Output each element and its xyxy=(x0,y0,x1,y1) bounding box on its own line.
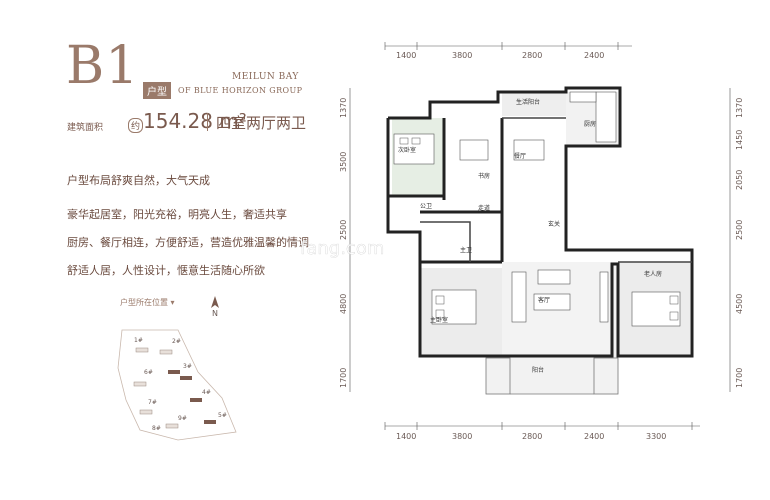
room-label: 玄关 xyxy=(548,220,560,228)
site-building xyxy=(204,420,216,424)
area-value: 154.28 m² xyxy=(143,109,247,133)
bed-icon xyxy=(431,289,477,325)
site-building xyxy=(190,398,202,402)
building-label: 2# xyxy=(172,338,181,345)
dimension-label: 2500 xyxy=(339,220,348,240)
floor-fills xyxy=(392,92,690,394)
dimension-label: 3500 xyxy=(339,152,348,172)
divider xyxy=(207,113,208,131)
room-label: 餐厅 xyxy=(514,152,526,160)
dining-table-icon xyxy=(459,139,545,161)
description-line: 豪华起居室，阳光充裕，明亮人生，奢适共享 xyxy=(67,208,287,221)
room-label: 客厅 xyxy=(538,296,550,304)
dimension-top: 1400 3800 2800 2400 xyxy=(384,42,632,60)
area-label: 建筑面积 xyxy=(67,123,104,133)
unit-code-tag: 户型 xyxy=(143,82,171,99)
room-count: 四室两厅两卫 xyxy=(216,114,307,132)
watermark: fang.com xyxy=(300,238,384,259)
building-label: 3# xyxy=(183,363,192,370)
dimension-label: 2500 xyxy=(735,220,744,240)
room-label: 书房 xyxy=(478,172,490,180)
dimension-label: 2800 xyxy=(522,51,542,60)
room-label: 阳台 xyxy=(532,366,544,374)
dimension-label: 1700 xyxy=(339,368,348,388)
brand-line-1: MEILUN BAY xyxy=(232,72,299,82)
room-label: 主卧室 xyxy=(430,316,448,324)
dimension-label: 4500 xyxy=(735,294,744,314)
dimension-label: 3800 xyxy=(452,432,472,441)
building-label: 1# xyxy=(134,337,143,344)
dimension-left: 1370 3500 2500 4800 1700 xyxy=(339,88,351,392)
interior-walls xyxy=(420,117,692,263)
dimension-label: 4800 xyxy=(339,294,348,314)
building-label: 6# xyxy=(144,369,153,376)
building-label: 5# xyxy=(218,412,227,419)
site-building xyxy=(133,381,147,387)
dimension-label: 1450 xyxy=(735,130,744,150)
north-arrow-icon: N xyxy=(211,296,219,318)
dimension-label: 1370 xyxy=(339,98,348,118)
room-label: 主卫 xyxy=(460,246,472,254)
room-label: 公卫 xyxy=(420,203,432,210)
site-building xyxy=(139,409,153,415)
site-building xyxy=(165,423,179,429)
area-approx-badge: 约 xyxy=(128,118,144,133)
description-line: 厨房、餐厅相连，方便舒适，营造优雅温馨的情调 xyxy=(67,236,309,249)
dimension-label: 1400 xyxy=(396,51,416,60)
dimension-label: 3800 xyxy=(452,51,472,60)
site-building xyxy=(180,376,192,380)
location-label: 户型所在位置 ▾ xyxy=(120,298,175,307)
bed-icon xyxy=(631,291,681,327)
description-line: 户型布局舒爽自然，大气天成 xyxy=(67,174,210,187)
room-label: 走道 xyxy=(478,204,490,212)
balcony xyxy=(485,357,619,395)
site-plan: 1# 2# 3# 4# 5# 6# 7# 8# 9# xyxy=(117,329,237,441)
building-label: 7# xyxy=(148,399,157,406)
site-building xyxy=(159,349,173,355)
dimension-label: 1370 xyxy=(735,98,744,118)
dimension-bottom: 1400 3800 2800 2400 3300 xyxy=(384,422,700,441)
dimension-label: 2050 xyxy=(735,170,744,190)
dimension-label: 1400 xyxy=(396,432,416,441)
room-label: 老人房 xyxy=(644,270,662,278)
dimension-right: 1370 1450 2050 2500 4500 1700 xyxy=(729,88,744,392)
north-label: N xyxy=(212,309,218,318)
dimension-label: 2800 xyxy=(522,432,542,441)
walls xyxy=(386,86,694,358)
site-building xyxy=(135,347,149,353)
description-line: 舒适人居，人性设计，惬意生活随心所欲 xyxy=(67,264,265,277)
unit-code: B1 xyxy=(66,36,140,96)
site-building xyxy=(168,370,180,374)
building-label: 8# xyxy=(152,425,161,432)
sofa-icon xyxy=(511,269,609,323)
building-label: 9# xyxy=(178,415,187,422)
brand-line-2: OF BLUE HORIZON GROUP xyxy=(178,86,303,95)
room-label: 厨房 xyxy=(584,120,596,128)
bed-icon xyxy=(393,133,435,165)
building-label: 4# xyxy=(202,389,211,396)
dimension-label: 1700 xyxy=(735,368,744,388)
kitchen-counter-icon xyxy=(569,91,617,143)
room-label: 生活阳台 xyxy=(516,98,540,106)
room-label: 次卧室 xyxy=(398,146,416,154)
dimension-label: 2400 xyxy=(584,432,604,441)
dimension-label: 2400 xyxy=(584,51,604,60)
dimension-label: 3300 xyxy=(646,432,666,441)
